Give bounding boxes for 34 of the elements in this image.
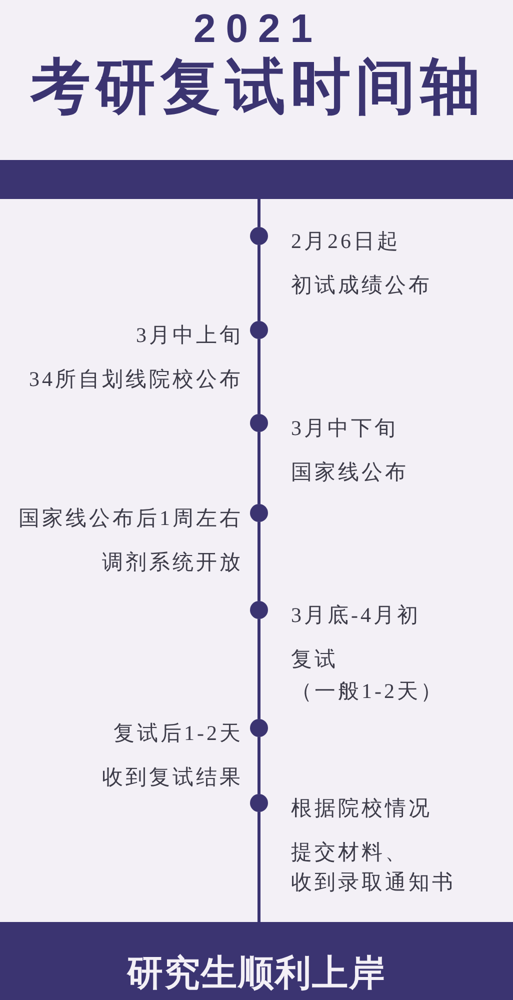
- timeline-dot: [250, 504, 268, 522]
- banner-text: 研究生顺利上岸: [127, 953, 386, 993]
- date-text: 3月底-4月初: [291, 602, 420, 629]
- event-text: 提交材料、收到录取通知书: [291, 839, 456, 896]
- timeline-line: [258, 339, 260, 414]
- timeline-line: [258, 737, 260, 794]
- event-text: 收到复试结果: [102, 764, 243, 791]
- footer-band: [0, 922, 513, 1000]
- timeline-dot: [250, 601, 268, 619]
- date-text: 3月中下旬: [291, 415, 398, 442]
- timeline-dot: [250, 227, 268, 245]
- timeline-dot: [250, 321, 268, 339]
- timeline-line: [258, 199, 260, 227]
- header-bar: [0, 160, 513, 199]
- event-text: 调剂系统开放: [102, 549, 243, 576]
- timeline-line: [258, 619, 260, 719]
- timeline-line: [258, 245, 260, 321]
- timeline-line: [258, 432, 260, 504]
- timeline-dot: [250, 794, 268, 812]
- date-text: 2月26日起: [291, 228, 400, 255]
- event-text: 国家线公布: [291, 459, 408, 486]
- timeline-line: [258, 522, 260, 601]
- date-text: 复试后1-2天: [114, 720, 243, 747]
- date-text: 根据院校情况: [291, 795, 432, 822]
- date-text: 国家线公布后1周左右: [18, 505, 243, 532]
- date-text: 3月中上旬: [136, 322, 243, 349]
- event-text: （一般1-2天）: [291, 678, 444, 705]
- event-text: 初试成绩公布: [291, 272, 432, 299]
- event-text: 34所自划线院校公布: [29, 366, 243, 393]
- timeline-dot: [250, 414, 268, 432]
- timeline-dot: [250, 719, 268, 737]
- event-text: 复试: [291, 646, 338, 673]
- timeline-line: [258, 812, 260, 922]
- title: 2021 考研复试时间轴: [29, 6, 486, 116]
